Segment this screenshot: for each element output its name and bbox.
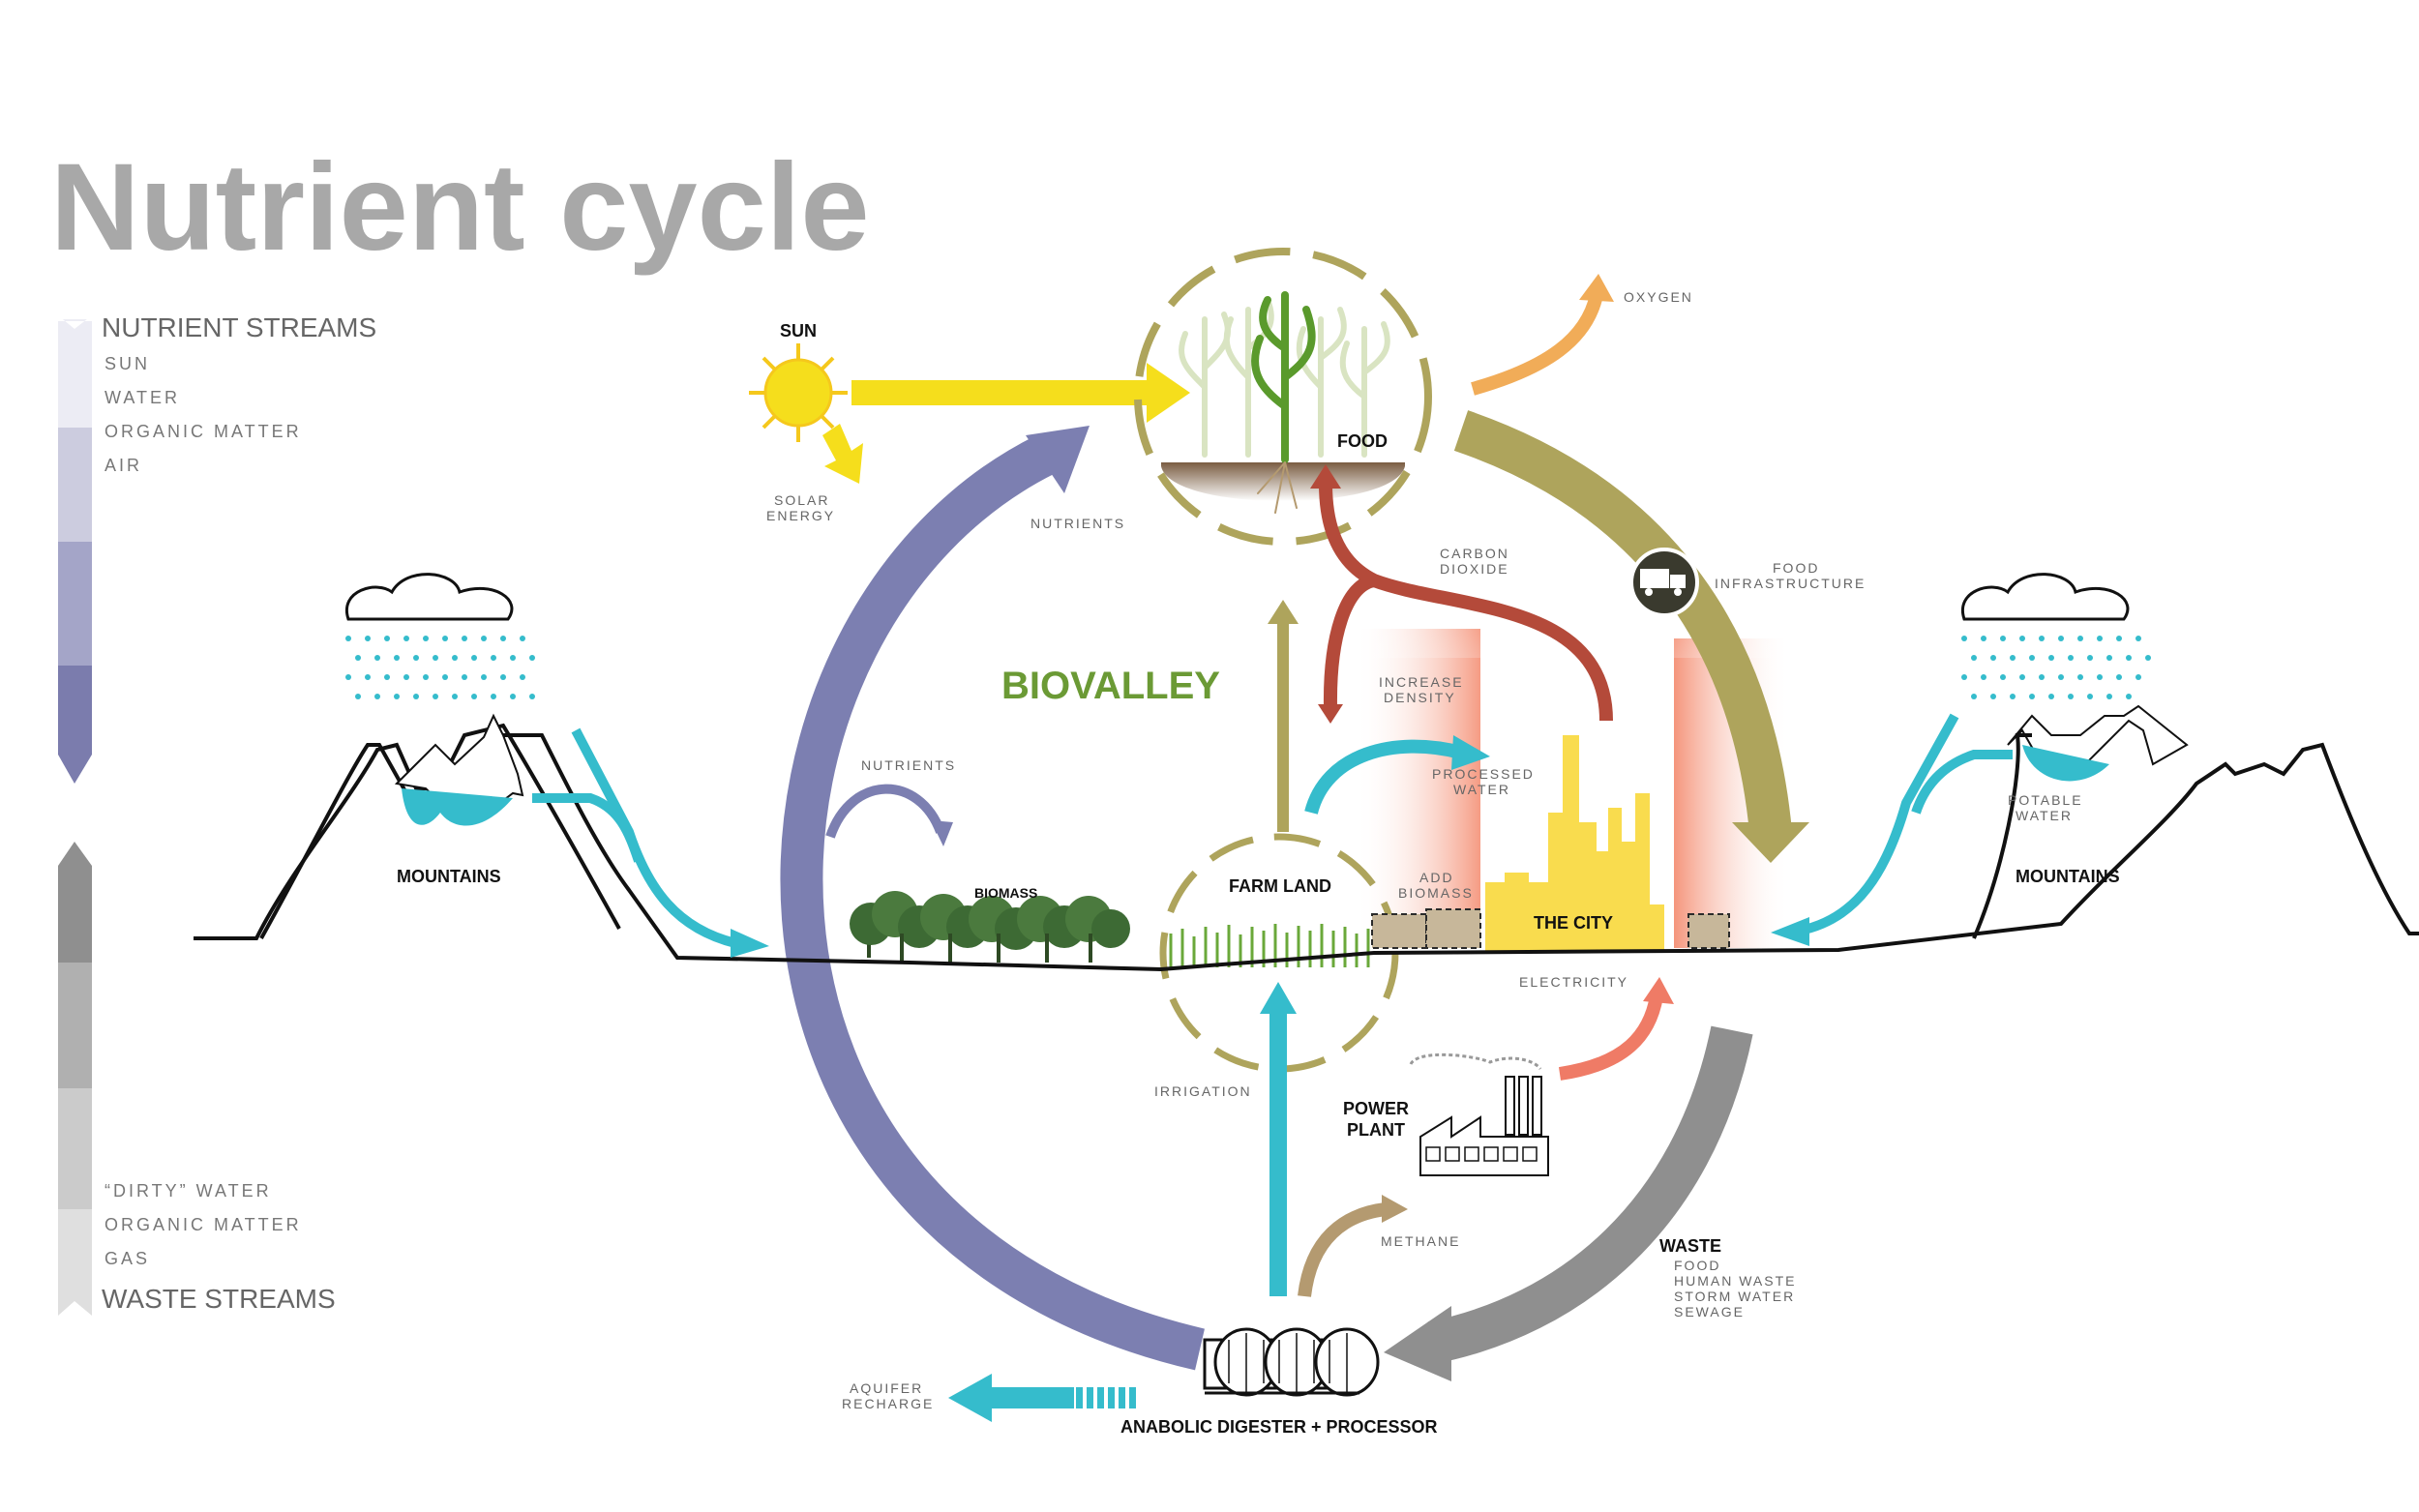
food-label: FOOD	[1337, 431, 1388, 451]
nutrient-loop-arrowhead	[1026, 426, 1090, 493]
truck-icon	[1629, 548, 1699, 617]
left-mountain	[259, 573, 769, 958]
add-biomass-label: ADD	[1419, 870, 1454, 885]
oxygen-label: OXYGEN	[1624, 289, 1693, 305]
solar-energy-label: ENERGY	[766, 508, 835, 523]
biomass-label: BIOMASS	[974, 885, 1037, 901]
farmland-label: FARM LAND	[1229, 876, 1331, 896]
farmland-to-food-arrow	[1277, 619, 1289, 832]
biovalley-label: BIOVALLEY	[1001, 665, 1220, 707]
food-node	[1134, 248, 1432, 546]
nutrient-legend: NUTRIENT STREAMS SUN WATER ORGANIC MATTE…	[58, 312, 376, 784]
waste-arrowhead	[1384, 1306, 1451, 1381]
power-plant-label: PLANT	[1347, 1120, 1405, 1140]
food-infrastructure-label: FOOD	[1773, 560, 1819, 576]
processed-water-label: PROCESSED	[1432, 766, 1535, 782]
waste-item-label: FOOD	[1674, 1258, 1720, 1273]
left-mountains-label: MOUNTAINS	[397, 867, 501, 886]
legend-nutrient-item: WATER	[105, 388, 180, 407]
corn-plants-icon	[1179, 291, 1390, 514]
digester-tanks-icon	[1203, 1327, 1380, 1397]
increase-density-label: INCREASE	[1379, 674, 1464, 690]
city-label: THE CITY	[1534, 913, 1613, 933]
city-skyline-icon	[1485, 735, 1664, 953]
electricity-label: ELECTRICITY	[1519, 974, 1628, 990]
oxygen-arrow	[1471, 293, 1603, 396]
waste-item-label: STORM WATER	[1674, 1289, 1795, 1304]
methane-arrow	[1298, 1202, 1387, 1297]
legend-bar-organic-waste	[58, 963, 92, 1088]
add-biomass-label: BIOMASS	[1398, 885, 1474, 901]
waste-arrow	[1427, 1025, 1753, 1364]
carbon-dioxide-arrow	[1319, 483, 1613, 722]
legend-waste-header: WASTE STREAMS	[102, 1284, 336, 1314]
right-mountain-water-arrow	[1798, 713, 1959, 935]
nutrients-top-label: NUTRIENTS	[1030, 516, 1125, 531]
potable-water-label: WATER	[2016, 808, 2073, 823]
farmland-crops-icon	[1169, 924, 1370, 967]
nutrients-biomass-arrow	[825, 784, 945, 839]
legend-nutrient-item: SUN	[105, 354, 150, 373]
processed-water-arrow	[1304, 739, 1463, 815]
carbon-dioxide-label: CARBON	[1440, 546, 1509, 561]
rain-icon	[345, 636, 535, 699]
methane-label: METHANE	[1381, 1233, 1460, 1249]
legend-waste-item: ORGANIC MATTER	[105, 1215, 302, 1234]
right-mountains-label: MOUNTAINS	[2016, 867, 2120, 886]
solar-energy-label: SOLAR	[774, 492, 829, 508]
add-biomass-box	[1371, 908, 1730, 949]
ground-line	[194, 733, 2419, 972]
solar-energy-arrow	[822, 424, 863, 484]
cloud-icon	[1960, 573, 2130, 621]
right-mountain	[1771, 573, 2189, 946]
legend-bar-gas	[58, 1088, 92, 1209]
sun-icon	[749, 343, 848, 442]
irrigation-label: IRRIGATION	[1154, 1083, 1252, 1099]
digester-label: ANABOLIC DIGESTER + PROCESSOR	[1120, 1417, 1438, 1437]
electricity-arrow	[1558, 994, 1663, 1081]
aquifer-recharge-arrow	[948, 1374, 1136, 1422]
food-infrastructure-arrowhead	[1732, 822, 1809, 863]
page-title: Nutrient cycle	[50, 138, 870, 277]
aquifer-recharge-label: RECHARGE	[842, 1396, 934, 1411]
legend-nutrient-item: AIR	[105, 456, 142, 475]
left-mountain-water-arrow	[571, 727, 737, 948]
rain-icon	[1961, 636, 2151, 699]
waste-item-label: SEWAGE	[1674, 1304, 1745, 1319]
power-plant-icon	[1409, 1052, 1549, 1176]
processed-water-label: WATER	[1453, 782, 1510, 797]
carbon-dioxide-label: DIOXIDE	[1440, 561, 1509, 577]
waste-item-label: HUMAN WASTE	[1674, 1273, 1796, 1289]
food-circle-outline	[1134, 248, 1432, 546]
carbon-dioxide-down-arrow	[1323, 574, 1376, 707]
waste-label: WASTE	[1659, 1236, 1721, 1256]
waste-legend: “DIRTY” WATER ORGANIC MATTER GAS WASTE S…	[58, 842, 336, 1316]
legend-nutrient-header: NUTRIENT STREAMS	[102, 312, 376, 342]
nutrient-loop-arrow	[780, 435, 1205, 1371]
biomass-trees-icon	[850, 891, 1130, 963]
legend-nutrient-item: ORGANIC MATTER	[105, 422, 302, 441]
nutrients-mid-label: NUTRIENTS	[861, 757, 956, 773]
legend-waste-item: “DIRTY” WATER	[105, 1181, 272, 1201]
sun-to-food-arrow	[851, 380, 1151, 405]
legend-bar-dirty-water	[58, 842, 92, 963]
sun-label: SUN	[780, 321, 817, 341]
legend-bar-organic	[58, 542, 92, 666]
aquifer-recharge-label: AQUIFER	[850, 1380, 923, 1396]
legend-bar-air	[58, 666, 92, 784]
legend-waste-item: GAS	[105, 1249, 150, 1268]
food-infrastructure-label: INFRASTRUCTURE	[1715, 576, 1866, 591]
legend-bar-water	[58, 428, 92, 542]
potable-water-label: POTABLE	[2008, 792, 2083, 808]
increase-density-label: DENSITY	[1384, 690, 1456, 705]
cloud-icon	[344, 573, 514, 621]
legend-bar-sun	[58, 319, 92, 428]
irrigation-arrow	[1269, 1011, 1287, 1296]
power-plant-label: POWER	[1343, 1099, 1409, 1118]
city-glow-left	[1355, 629, 1480, 948]
